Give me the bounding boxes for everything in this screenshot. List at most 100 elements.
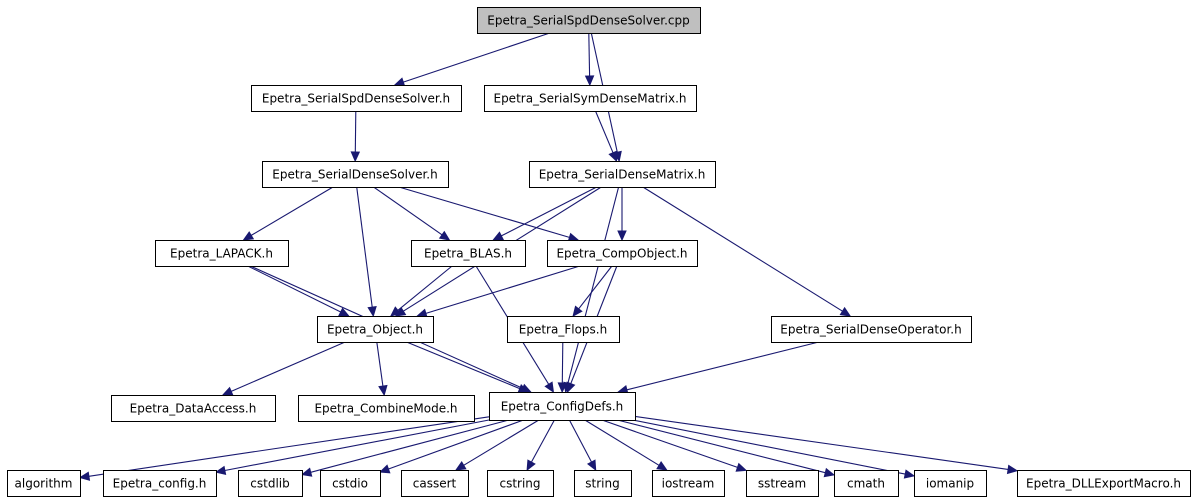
edge-object_h-to-dataaccess_h [221,341,346,396]
edge-line [632,419,906,475]
node-box [317,316,434,343]
node-root[interactable]: Epetra_SerialSpdDenseSolver.cpp [477,7,701,34]
edge-arrowhead [584,75,595,87]
node-symmatrix-h[interactable]: Epetra_SerialSymDenseMatrix.h [484,85,697,112]
edge-line [356,186,373,308]
edge-configdefs_h-to-iostream [584,419,668,471]
node-box [411,240,526,267]
node-label: cmath [847,477,885,491]
edge-configdefs_h-to-dllexport_h [634,415,1019,475]
node-label: cassert [413,477,457,491]
edge-line [594,110,614,153]
edge-line [463,419,540,466]
edge-line [567,186,620,384]
node-densesolver-h[interactable]: Epetra_SerialDenseSolver.h [262,161,449,188]
node-spdsolver-h[interactable]: Epetra_SerialSpdDenseSolver.h [251,85,462,112]
edge-arrowhead [438,230,451,241]
node-box [262,161,449,188]
node-box [652,470,725,497]
edge-line [398,186,570,238]
edge-configdefs_h-to-sstream [601,419,748,472]
node-label: Epetra_ConfigDefs.h [501,400,624,414]
edge-line [376,341,384,387]
edge-arrowhead [389,306,402,317]
node-cstring: cstring [487,470,554,497]
node-dllexport-h: Epetra_DLLExportMacro.h [1017,470,1191,497]
node-label: Epetra_SerialDenseOperator.h [780,323,961,337]
node-label: Epetra_SerialDenseMatrix.h [539,168,706,182]
edges-layer [78,32,1019,481]
node-box [529,161,716,188]
node-lapack-h[interactable]: Epetra_LAPACK.h [155,240,289,267]
node-dataaccess-h[interactable]: Epetra_DataAccess.h [111,395,276,422]
edge-line [388,419,524,470]
edge-configdefs_h-to-cstring [526,419,555,472]
node-operator-h[interactable]: Epetra_SerialDenseOperator.h [771,316,972,343]
node-blas-h[interactable]: Epetra_BLAS.h [411,240,526,267]
edge-root-to-symmatrix_h [584,32,595,87]
edge-line [247,265,341,313]
edge-arrowhead [656,460,668,471]
node-configdefs-h[interactable]: Epetra_ConfigDefs.h [489,392,636,421]
node-label: sstream [758,477,806,491]
edge-arrowhead [78,471,91,481]
node-cstdio: cstdio [320,470,381,497]
node-box [477,7,701,34]
node-algorithm: algorithm [7,470,81,497]
node-iomanip: iomanip [914,470,987,497]
node-label: Epetra_CombineMode.h [314,402,457,416]
node-label: algorithm [15,477,73,491]
node-cstdlib: cstdlib [238,470,303,497]
edge-arrowhead [903,469,916,479]
node-compobject-h[interactable]: Epetra_CompObject.h [547,240,698,267]
node-object-h[interactable]: Epetra_Object.h [317,316,434,343]
edge-line [568,419,592,463]
edge-line [403,32,550,83]
node-box [834,470,899,497]
edge-arrowhead [338,307,350,317]
edge-line [584,419,660,466]
edge-configdefs_h-to-config_h [214,419,490,476]
node-densematrix-h[interactable]: Epetra_SerialDenseMatrix.h [529,161,716,188]
edge-line [250,186,334,236]
node-box [7,470,81,497]
edge-configdefs_h-to-cstdio [378,419,524,474]
edge-densesolver_h-to-object_h [356,186,377,318]
edge-flops_h-to-configdefs_h [557,341,568,394]
edge-configdefs_h-to-cassert [454,419,540,471]
node-box [251,85,462,112]
node-sstream: sstream [746,470,819,497]
node-box [547,240,698,267]
edge-line [601,419,738,468]
edge-configdefs_h-to-cstdlib [300,419,510,477]
node-label: Epetra_CompObject.h [556,247,687,261]
node-combinemode-h[interactable]: Epetra_CombineMode.h [298,395,475,422]
node-box [1017,470,1191,497]
edge-line [406,341,520,390]
edge-arrowhead [300,467,313,477]
edge-line [530,419,555,463]
edge-line [373,186,443,236]
edge-arrowhead [735,462,748,472]
node-box [238,470,303,497]
edge-arrowhead [367,306,377,318]
edge-configdefs_h-to-cmath [617,419,836,478]
node-flops-h[interactable]: Epetra_Flops.h [507,316,620,343]
edge-arrowhead [454,460,467,471]
edge-arrowhead [544,381,555,394]
edge-line [578,265,613,310]
edge-object_h-to-combinemode_h [376,341,388,397]
node-label: Epetra_LAPACK.h [170,247,273,261]
node-box [103,470,217,497]
node-cmath: cmath [834,470,899,497]
node-label: Epetra_config.h [113,477,207,491]
edge-arrowhead [1006,464,1019,475]
edge-line [230,341,346,392]
edge-configdefs_h-to-string [568,419,597,472]
node-box [484,85,697,112]
node-box [298,395,475,422]
node-label: Epetra_Object.h [327,323,423,337]
node-label: Epetra_SerialSpdDenseSolver.h [262,92,450,106]
edge-symmatrix_h-to-densematrix_h [594,110,618,163]
edge-configdefs_h-to-iomanip [632,419,916,479]
